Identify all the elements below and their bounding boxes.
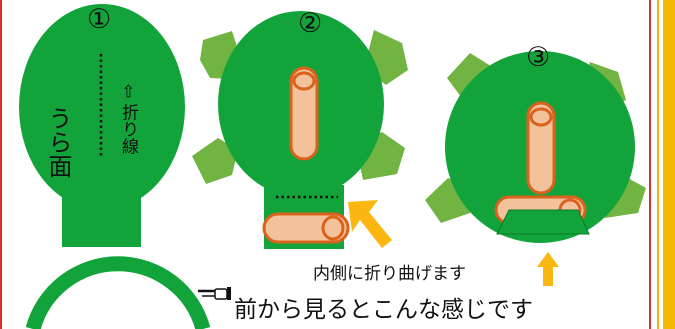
fold-line-label: ⇦ 折り線 <box>118 84 138 155</box>
figure-2-folded-shape <box>192 11 408 249</box>
figure-1-back-shape <box>19 4 185 247</box>
step-number-1: ① <box>87 4 112 35</box>
fold-inward-caption: 内側に折り曲げます <box>313 264 466 284</box>
front-view-caption: 前から見るとこんな感じです <box>234 297 533 323</box>
page-frame <box>0 0 651 329</box>
pointing-hand-icon <box>198 287 231 300</box>
step-number-2: ② <box>298 8 323 39</box>
arrow-up-icon <box>537 252 559 286</box>
arrow-up-left-icon <box>348 200 392 248</box>
figure-3-final-shape <box>425 51 646 243</box>
figure-4-front-arc <box>25 256 211 329</box>
step-number-3: ③ <box>526 42 551 73</box>
back-side-label: うら面 <box>44 106 72 178</box>
gold-side-bar <box>663 0 675 329</box>
gold-divider-line <box>657 0 659 329</box>
